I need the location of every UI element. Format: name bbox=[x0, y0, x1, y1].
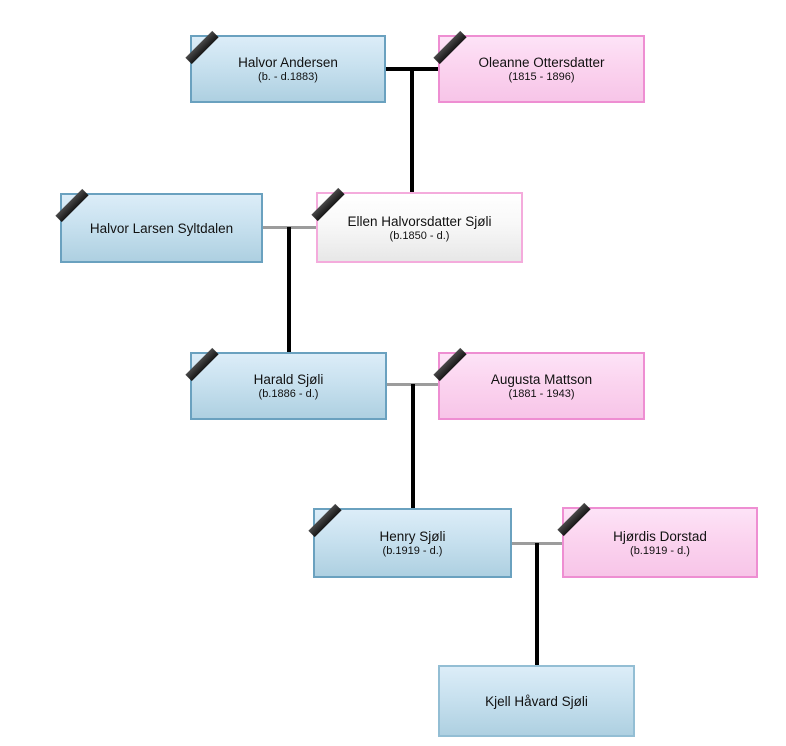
corner-fold-icon bbox=[185, 347, 219, 382]
descent-connector-line bbox=[410, 67, 414, 194]
person-dates: (b.1886 - d.) bbox=[258, 388, 319, 400]
corner-fold-icon bbox=[433, 30, 467, 65]
person-dates: (b.1919 - d.) bbox=[382, 545, 443, 557]
person-dates: (b.1919 - d.) bbox=[630, 544, 690, 557]
person-box-harald[interactable]: Harald Sjøli(b.1886 - d.) bbox=[185, 347, 387, 420]
descent-connector-line bbox=[411, 384, 415, 510]
person-box-henry[interactable]: Henry Sjøli(b.1919 - d.) bbox=[308, 503, 512, 578]
descent-connector-line bbox=[535, 543, 539, 667]
corner-fold-icon bbox=[433, 347, 467, 382]
person-dates: (b. - d.1883) bbox=[258, 71, 318, 83]
corner-fold-icon bbox=[557, 502, 591, 537]
person-box-ellen[interactable]: Ellen Halvorsdatter Sjøli(b.1850 - d.) bbox=[311, 187, 523, 263]
person-box-halvor-larsen[interactable]: Halvor Larsen Syltdalen bbox=[55, 188, 263, 263]
person-name: Halvor Andersen bbox=[238, 55, 338, 70]
person-box-oleanne[interactable]: Oleanne Ottersdatter(1815 - 1896) bbox=[433, 30, 645, 103]
corner-fold-icon bbox=[311, 187, 345, 222]
person-name: Oleanne Ottersdatter bbox=[478, 55, 605, 70]
person-box-kjell[interactable]: Kjell Håvard Sjøli bbox=[438, 665, 635, 737]
person-dates: (1815 - 1896) bbox=[508, 71, 575, 83]
person-name: Hjørdis Dorstad bbox=[613, 528, 707, 544]
person-name: Augusta Mattson bbox=[490, 372, 593, 387]
corner-fold-icon bbox=[55, 188, 89, 223]
person-name: Ellen Halvorsdatter Sjøli bbox=[347, 213, 492, 229]
corner-fold-icon bbox=[185, 30, 219, 65]
person-name: Halvor Larsen Syltdalen bbox=[89, 220, 234, 236]
descent-connector-line bbox=[287, 227, 291, 354]
person-box-augusta[interactable]: Augusta Mattson(1881 - 1943) bbox=[433, 347, 645, 420]
person-dates: (b.1850 - d.) bbox=[389, 229, 450, 242]
person-name: Kjell Håvard Sjøli bbox=[485, 693, 588, 709]
person-box-halvor-andersen[interactable]: Halvor Andersen(b. - d.1883) bbox=[185, 30, 386, 103]
person-box-hjordis[interactable]: Hjørdis Dorstad(b.1919 - d.) bbox=[557, 502, 758, 578]
person-name: Henry Sjøli bbox=[379, 529, 446, 544]
corner-fold-icon bbox=[308, 503, 342, 538]
person-name: Harald Sjøli bbox=[253, 372, 324, 387]
person-dates: (1881 - 1943) bbox=[508, 388, 575, 400]
